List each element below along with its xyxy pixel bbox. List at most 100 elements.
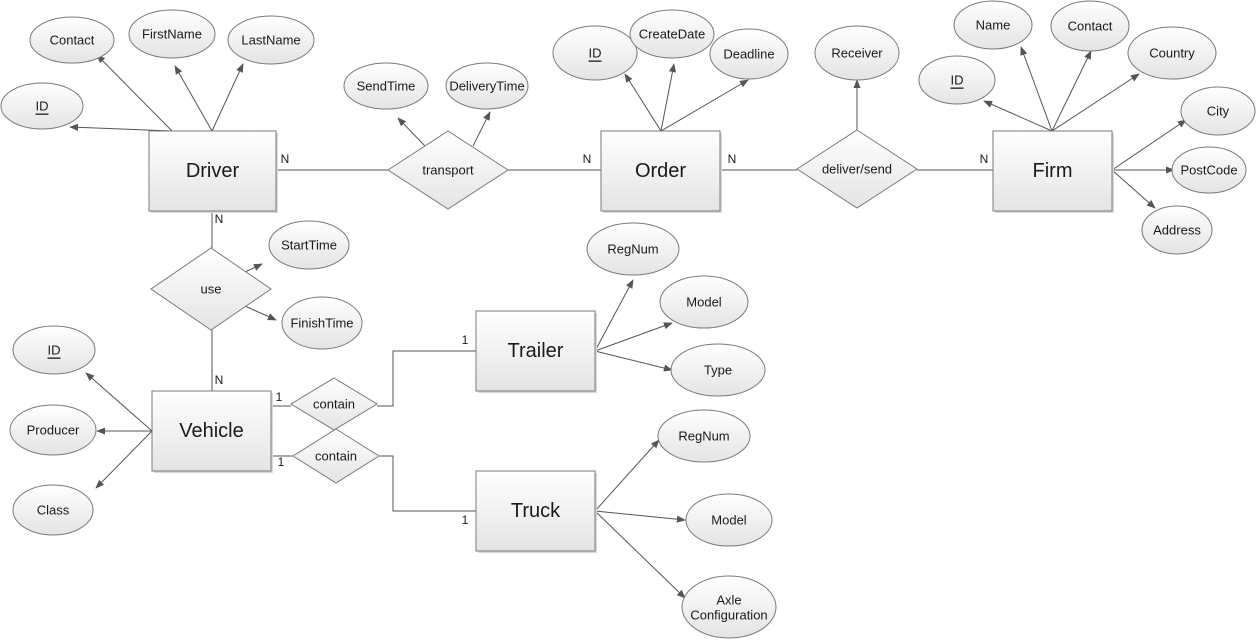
entity-order[interactable] [600,130,721,212]
attribute-arrow [660,63,676,132]
connector-contain_trailer-trailer [377,350,476,407]
attribute-label-firm_address: Address [1153,223,1201,238]
relationship-deliver_send[interactable] [796,129,918,209]
attribute-label-order_deadline: Deadline [723,47,774,62]
attribute-label-order_createdate: CreateDate [639,27,705,42]
attribute-label-driver_id: ID [36,99,49,114]
attribute-truck_model[interactable] [685,493,773,547]
attribute-arrow [660,79,749,132]
attribute-label-trailer_regnum: RegNum [607,242,658,257]
entity-label-firm: Firm [1033,160,1073,182]
attribute-arrow [472,111,491,147]
entity-vehicle[interactable] [151,390,272,472]
attribute-vehicle_producer[interactable] [9,404,97,456]
cardinality-label: 1 [276,390,283,404]
attribute-label-firm_city: City [1207,104,1230,119]
attribute-arrow [1111,119,1187,171]
attribute-order_deadline[interactable] [709,28,789,80]
entity-label-truck: Truck [511,500,561,522]
attribute-firm_city[interactable] [1180,86,1256,136]
attribute-transport_deliverytime[interactable] [445,62,529,110]
attribute-vehicle_id[interactable] [12,325,96,375]
attribute-label-firm_contact: Contact [1068,19,1113,34]
entity-firm[interactable] [992,130,1113,212]
entity-trailer[interactable] [475,310,596,392]
attribute-label-vehicle_id: ID [48,343,61,358]
relationship-transport[interactable] [387,130,509,210]
attribute-arrow [594,350,673,372]
attribute-firm_name[interactable] [953,0,1033,50]
attribute-firm_contact[interactable] [1050,0,1130,52]
attribute-trailer_model[interactable] [659,275,749,329]
attribute-arrow [624,73,662,132]
relationship-label-use: use [201,282,222,297]
attribute-driver_firstname[interactable] [128,9,216,59]
attribute-label-order_id: ID [589,46,602,61]
attribute-order_id[interactable] [552,25,638,81]
cardinality-label: N [281,152,290,166]
attribute-arrow [69,123,173,132]
attribute-arrow [244,305,277,321]
attribute-label-use_starttime: StartTime [281,238,337,253]
attribute-label-firm_name: Name [976,18,1011,33]
cardinality-label: 1 [278,455,285,469]
attribute-deliver_receiver[interactable] [814,25,900,81]
entity-label-driver: Driver [186,160,240,182]
attribute-label-trailer_type: Type [704,363,732,378]
attribute-label-vehicle_producer: Producer [27,423,80,438]
attribute-arrow [95,430,153,489]
attribute-firm_postcode[interactable] [1171,146,1247,194]
attribute-arrow [1111,169,1156,209]
attribute-label-driver_lastname: LastName [241,33,300,48]
relationship-label-contain_trailer: contain [313,397,355,412]
cardinality-label: 1 [462,513,469,527]
attribute-vehicle_class[interactable] [12,484,94,536]
attribute-trailer_type[interactable] [670,343,766,397]
cardinality-label: N [980,152,989,166]
attribute-arrow [211,63,244,132]
attribute-label-driver_contact: Contact [50,33,95,48]
attribute-label-transport_sendtime: SendTime [357,79,416,94]
attribute-label-truck_regnum: RegNum [678,429,729,444]
attribute-label-driver_firstname: FirstName [142,27,202,42]
relationship-contain_truck[interactable] [292,428,380,484]
attribute-use_starttime[interactable] [268,220,350,270]
attribute-firm_id[interactable] [918,55,996,105]
entity-label-trailer: Trailer [508,340,564,362]
attribute-use_finishtime[interactable] [281,296,363,350]
cardinality-label: N [583,152,592,166]
attribute-firm_country[interactable] [1127,26,1217,80]
attribute-driver_lastname[interactable] [227,15,315,65]
attribute-trailer_regnum[interactable] [586,222,680,276]
attribute-driver_id[interactable] [0,82,84,130]
attribute-arrow [594,322,673,352]
attribute-order_createdate[interactable] [629,9,715,59]
attribute-driver_contact[interactable] [29,16,115,64]
attribute-label-firm_country: Country [1149,46,1195,61]
relationship-label-transport: transport [422,163,474,178]
attribute-label-deliver_receiver: Receiver [831,46,883,61]
connector-contain_truck-truck [379,455,476,512]
attribute-arrow [397,117,426,147]
attribute-arrow [85,372,153,432]
attribute-firm_address[interactable] [1141,205,1213,255]
cardinality-label: N [215,212,224,226]
cardinality-label: 1 [462,333,469,347]
cardinality-label: N [728,152,737,166]
attribute-arrow [1051,50,1092,132]
attribute-label-trailer_model: Model [686,295,722,310]
attribute-truck_regnum[interactable] [657,409,751,463]
cardinality-label: N [215,373,224,387]
attribute-transport_sendtime[interactable] [343,62,429,110]
attribute-arrow [983,100,1053,132]
entity-driver[interactable] [148,130,277,212]
attribute-truck_axle[interactable] [681,575,777,639]
attribute-label-firm_id: ID [951,73,964,88]
attribute-arrow [1020,46,1053,132]
entity-truck[interactable] [475,470,596,552]
relationship-use[interactable] [150,247,272,331]
attribute-label-vehicle_class: Class [37,503,70,518]
attribute-arrow [1051,73,1140,132]
